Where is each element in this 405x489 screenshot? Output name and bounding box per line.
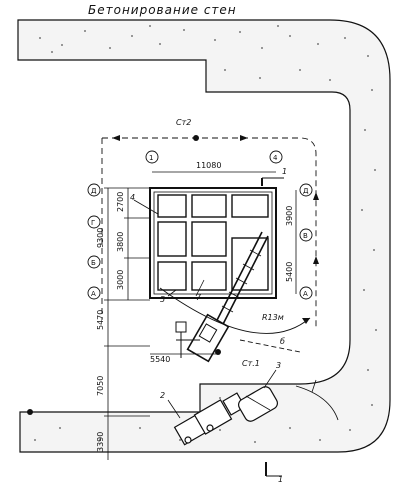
callout-5: 5: [160, 295, 165, 304]
left-dimension-lines: [104, 187, 150, 460]
axis-top-1-circle: [145, 150, 159, 164]
callout-3: 3: [276, 361, 281, 370]
dim-left-9300: 9300: [96, 228, 105, 248]
crane-path-dashed: [101, 137, 317, 330]
axis-top-4-circle: [269, 150, 283, 164]
dim-top-11080: 11080: [196, 161, 221, 170]
crane-radius-label: R13м: [262, 313, 284, 322]
building-footprint: [149, 187, 277, 299]
axis-right-v: В: [303, 232, 308, 240]
callout-2: 2: [160, 391, 165, 400]
crane-radius-arc: [159, 287, 311, 334]
crane-boom: [211, 231, 269, 335]
axis-right-a: А: [303, 290, 308, 298]
callout-7: 7: [196, 293, 202, 302]
dim-inner-2700: 2700: [116, 192, 125, 212]
section-mark-bottom: 1: [278, 475, 283, 484]
station-marker-1: [215, 349, 221, 355]
axis-top-1: 1: [149, 154, 153, 162]
dim-bottom-5540: 5540: [150, 355, 170, 364]
axis-right-d: Д: [303, 187, 309, 195]
station-label-1: Ст.1: [242, 359, 260, 368]
crane-path-arrows: [112, 135, 319, 264]
station-marker-top: [193, 135, 199, 141]
radius-arrow: [302, 318, 310, 324]
road-turn-arrow: [295, 385, 339, 421]
axis-left-d: Д: [91, 187, 97, 195]
axis-right-group: [299, 183, 313, 300]
section-mark-top: 1: [282, 167, 287, 176]
axis-left-g: Г: [91, 219, 95, 227]
access-road: [17, 19, 391, 453]
dim-right-5400: 5400: [285, 262, 294, 282]
side-b-line: [239, 339, 301, 353]
dim-left-3390: 3390: [96, 432, 105, 452]
truck-second: [238, 386, 278, 422]
callout-4: 4: [130, 193, 135, 202]
dim-right-3900: 3900: [285, 206, 294, 226]
dim-left-7050: 7050: [96, 376, 105, 396]
callout-leaders: [133, 199, 317, 419]
dim-left-5470: 5470: [96, 310, 105, 330]
side-b-label: б: [280, 337, 285, 346]
truck-concrete-mixer: [173, 392, 246, 446]
axis-top-4: 4: [273, 154, 278, 162]
dim-inner-3000: 3000: [116, 270, 125, 290]
axis-left-b: Б: [91, 259, 96, 267]
axis-left-group: [87, 183, 101, 300]
axis-left-a: А: [91, 290, 96, 298]
crane-body: [186, 313, 230, 363]
dim-inner-3800: 3800: [116, 232, 125, 252]
drawing-title: Бетонирование стен: [88, 3, 237, 17]
station-label-top: Ст2: [176, 118, 191, 127]
